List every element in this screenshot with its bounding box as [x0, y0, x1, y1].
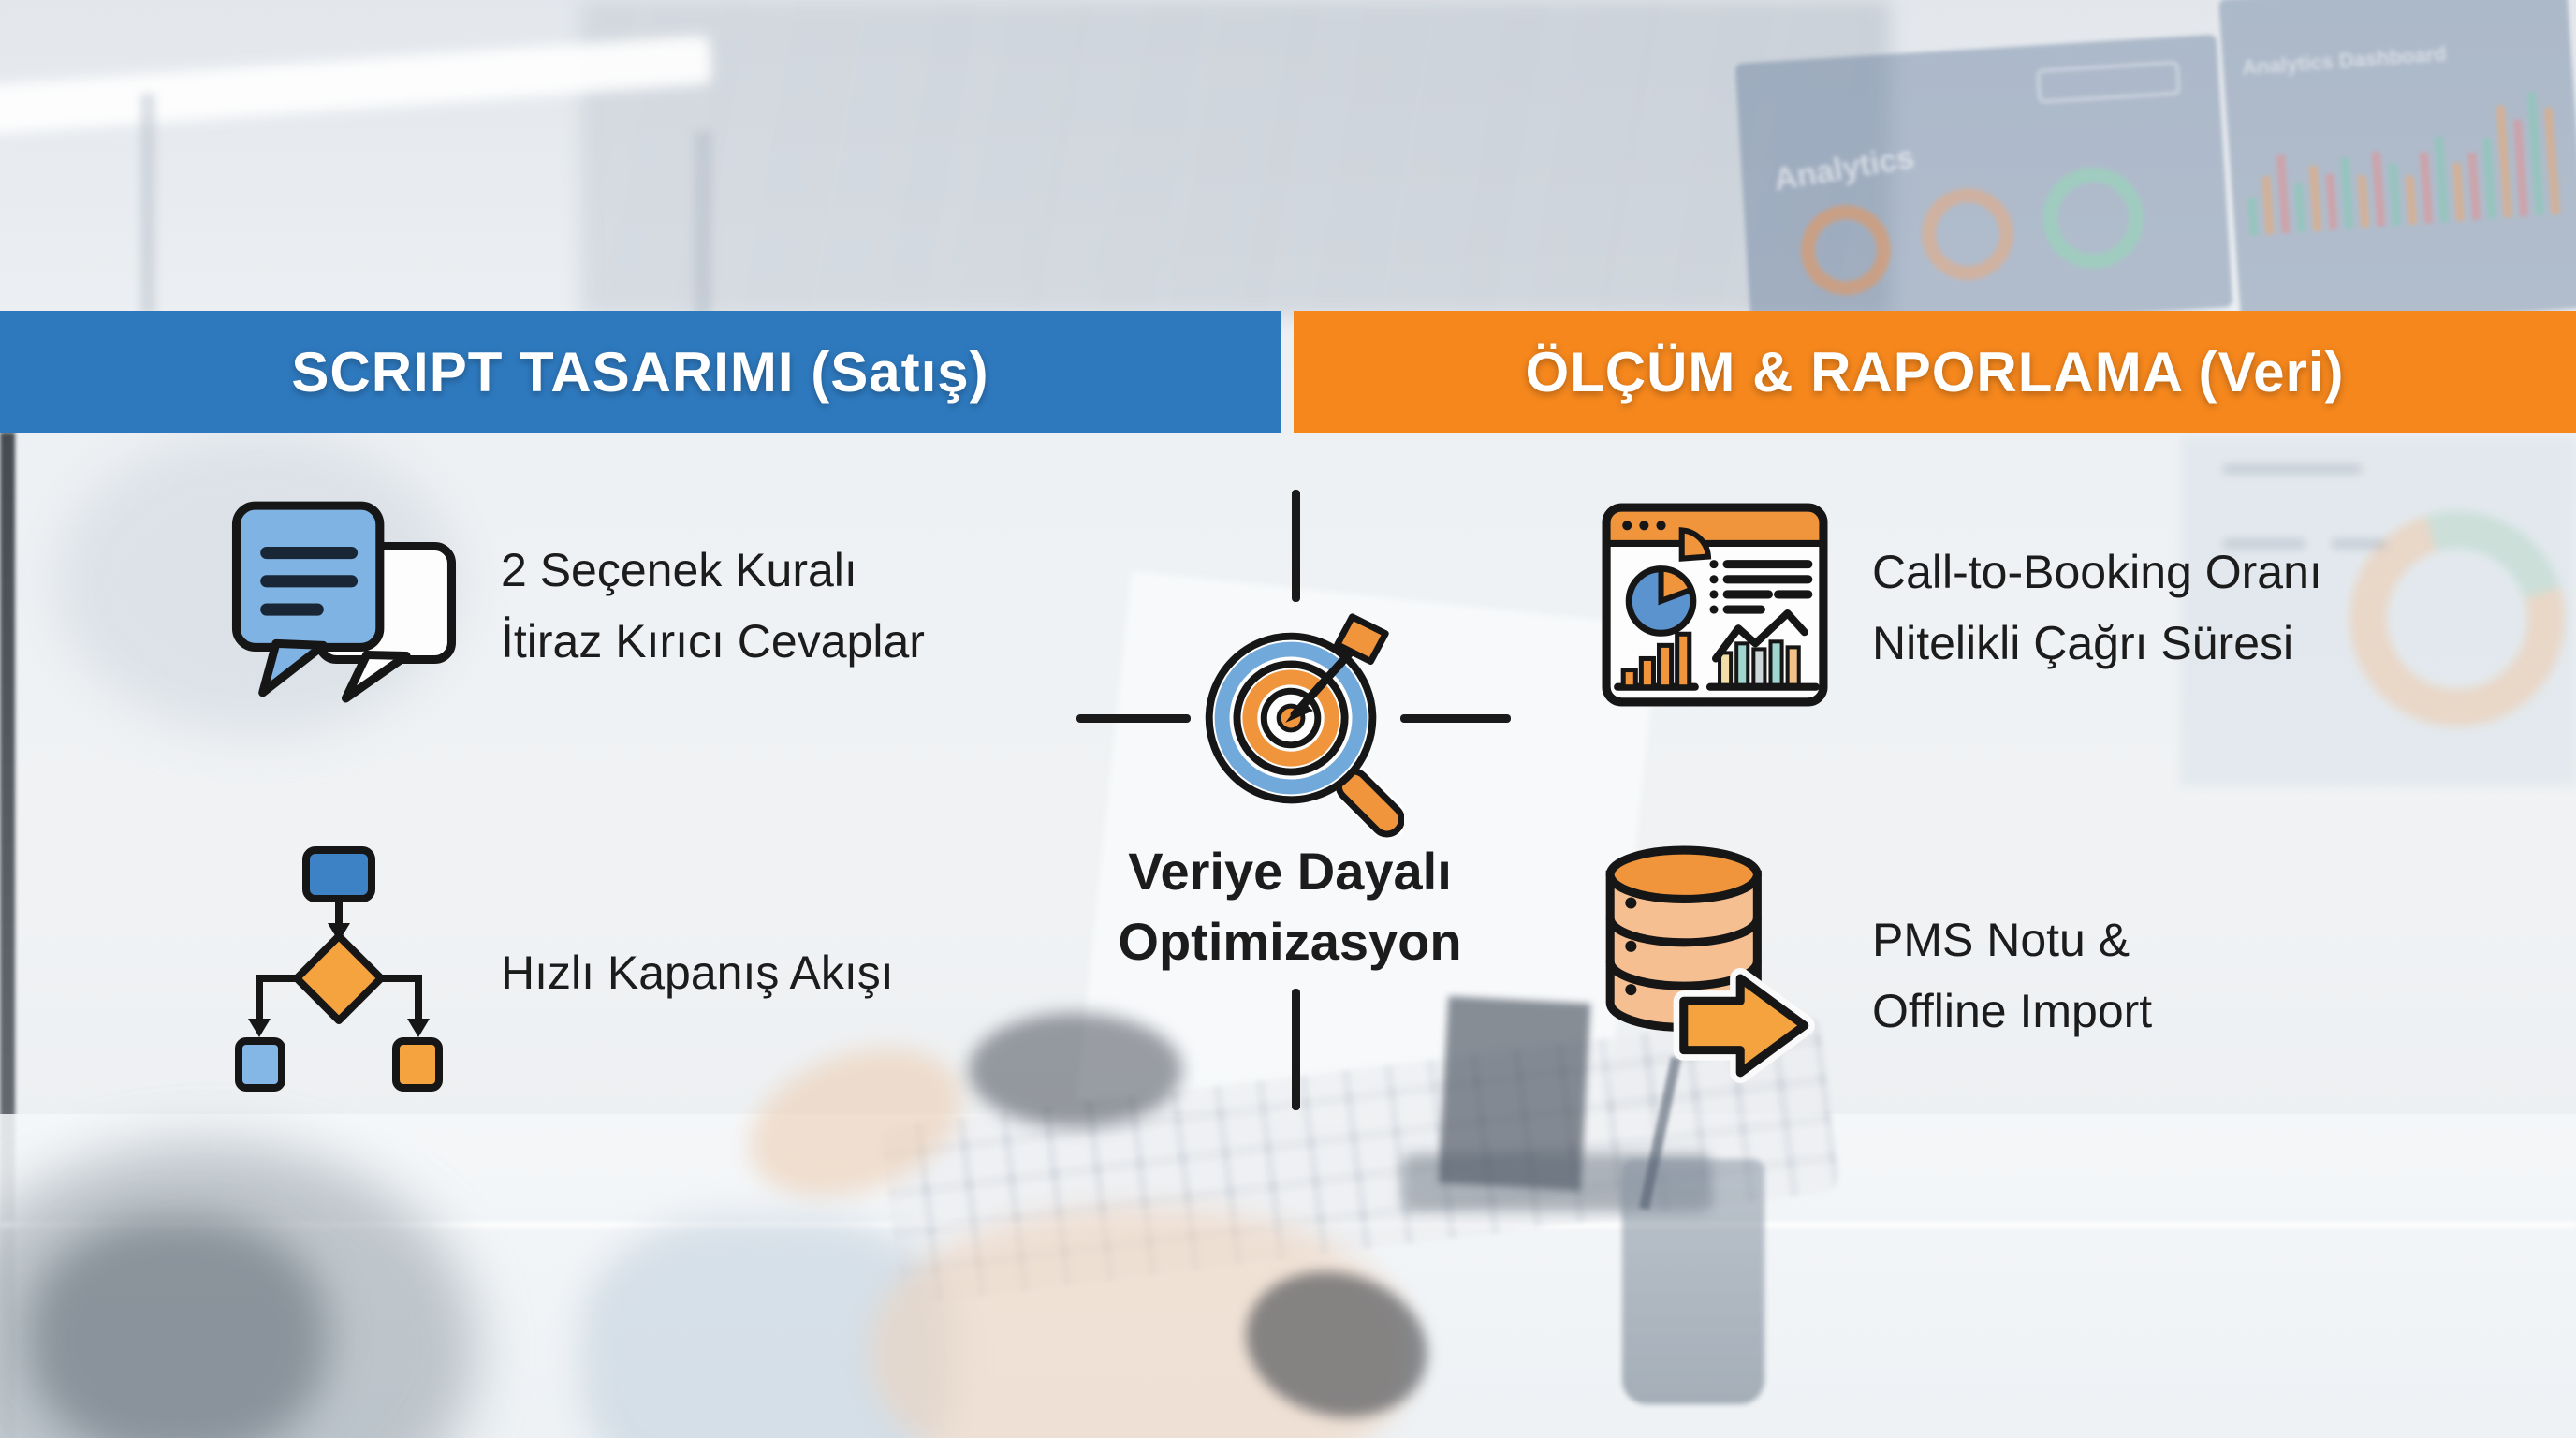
donut-chart — [1919, 185, 2017, 284]
banner-measurement-reporting: ÖLÇÜM & RAPORLAMA (Veri) — [1294, 311, 2576, 433]
bg-bar — [2526, 92, 2544, 216]
connector-dash-bottom — [1292, 989, 1300, 1110]
item-label-fast-closing-flow: Hızlı Kapanış Akışı — [501, 937, 894, 1008]
bg-bar — [2340, 157, 2354, 229]
connector-dash-right — [1400, 714, 1511, 723]
chair-silhouette — [28, 1217, 328, 1438]
background-dropdown-box — [2036, 61, 2181, 104]
item-line: Hızlı Kapanış Akışı — [501, 946, 894, 999]
monitor-stand — [1438, 996, 1591, 1191]
donut-chart — [2040, 164, 2147, 272]
bg-bar — [2247, 198, 2259, 236]
donut-chart — [2311, 473, 2576, 765]
item-line: PMS Notu & — [1872, 914, 2130, 966]
banner-left-label: SCRIPT TASARIMI (Satış) — [291, 340, 989, 404]
office-wall-backdrop — [580, 0, 1891, 316]
chat-bubbles-icon — [225, 494, 466, 712]
item-line: İtiraz Kırıcı Cevaplar — [501, 615, 925, 668]
monitor-base — [1402, 1153, 1711, 1211]
background-screen-title: Analytics Dashboard — [2241, 41, 2448, 80]
bg-bar — [2276, 154, 2291, 234]
bg-bar — [2467, 152, 2481, 221]
item-line: 2 Seçenek Kuralı — [501, 544, 857, 596]
glass-partition-frame — [695, 131, 711, 316]
item-label-pms-offline-import: PMS Notu & Offline Import — [1872, 904, 2152, 1047]
faint-text-line — [2222, 464, 2363, 474]
faint-text-line — [2331, 539, 2387, 549]
bg-bar — [2482, 138, 2497, 219]
background-screen-title: Analytics — [1771, 139, 1917, 198]
bg-bar-chart — [2240, 66, 2571, 236]
banner-script-design: SCRIPT TASARIMI (Satış) — [0, 311, 1281, 433]
item-line: Call-to-Booking Oranı — [1872, 546, 2322, 598]
item-label-call-to-booking: Call-to-Booking Oranı Nitelikli Çağrı Sü… — [1872, 536, 2322, 679]
center-line: Veriye Dayalı — [1128, 842, 1452, 901]
bg-bar — [2261, 176, 2275, 235]
bg-bar — [2388, 163, 2402, 227]
item-label-objection-answers: 2 Seçenek Kuralı İtiraz Kırıcı Cevaplar — [501, 535, 925, 677]
item-line: Nitelikli Çağrı Süresi — [1872, 617, 2294, 669]
bg-bar — [2371, 151, 2386, 227]
headset — [969, 1013, 1182, 1127]
bg-bar — [2419, 152, 2434, 224]
shirt-sleeve — [580, 1217, 955, 1438]
bg-bar — [2543, 107, 2560, 215]
item-line: Offline Import — [1872, 985, 2153, 1037]
bg-bar — [2512, 119, 2528, 217]
chair-silhouette — [0, 433, 15, 1438]
dashboard-report-icon — [1601, 502, 1829, 708]
mesh-pen-cup — [1622, 1159, 1764, 1404]
connector-dash-top — [1292, 490, 1300, 602]
glass-partition-frame — [140, 94, 155, 314]
database-import-icon — [1593, 841, 1835, 1097]
banner-right-label: ÖLÇÜM & RAPORLAMA (Veri) — [1525, 340, 2345, 404]
background-analytics-screen: Analytics — [1734, 34, 2233, 337]
connector-dash-left — [1076, 714, 1191, 723]
center-label-data-driven-optimization: Veriye Dayalı Optimizasyon — [1000, 836, 1580, 976]
typing-hand — [728, 1020, 983, 1225]
mouse-hand — [871, 1208, 1413, 1438]
bg-bar — [2405, 175, 2418, 225]
bg-bar — [2496, 105, 2513, 218]
bg-bar — [2452, 162, 2466, 222]
flowchart-icon — [229, 843, 448, 1095]
desk-front-edge — [0, 1222, 2576, 1228]
background-dashboard-screen: Analytics Dashboard — [2218, 0, 2576, 332]
desk-surface — [0, 1114, 2576, 1438]
bg-bar — [2357, 174, 2370, 228]
target-magnifier-icon — [1187, 602, 1409, 844]
chair-silhouette — [0, 1142, 477, 1438]
ceiling-light — [0, 35, 712, 138]
bg-bar — [2434, 136, 2450, 223]
bg-bar — [2325, 173, 2338, 230]
bg-bar — [2308, 165, 2322, 231]
computer-mouse — [1229, 1252, 1444, 1437]
bg-bar — [2293, 183, 2306, 233]
center-line: Optimizasyon — [1118, 912, 1462, 971]
donut-chart — [1798, 202, 1894, 298]
